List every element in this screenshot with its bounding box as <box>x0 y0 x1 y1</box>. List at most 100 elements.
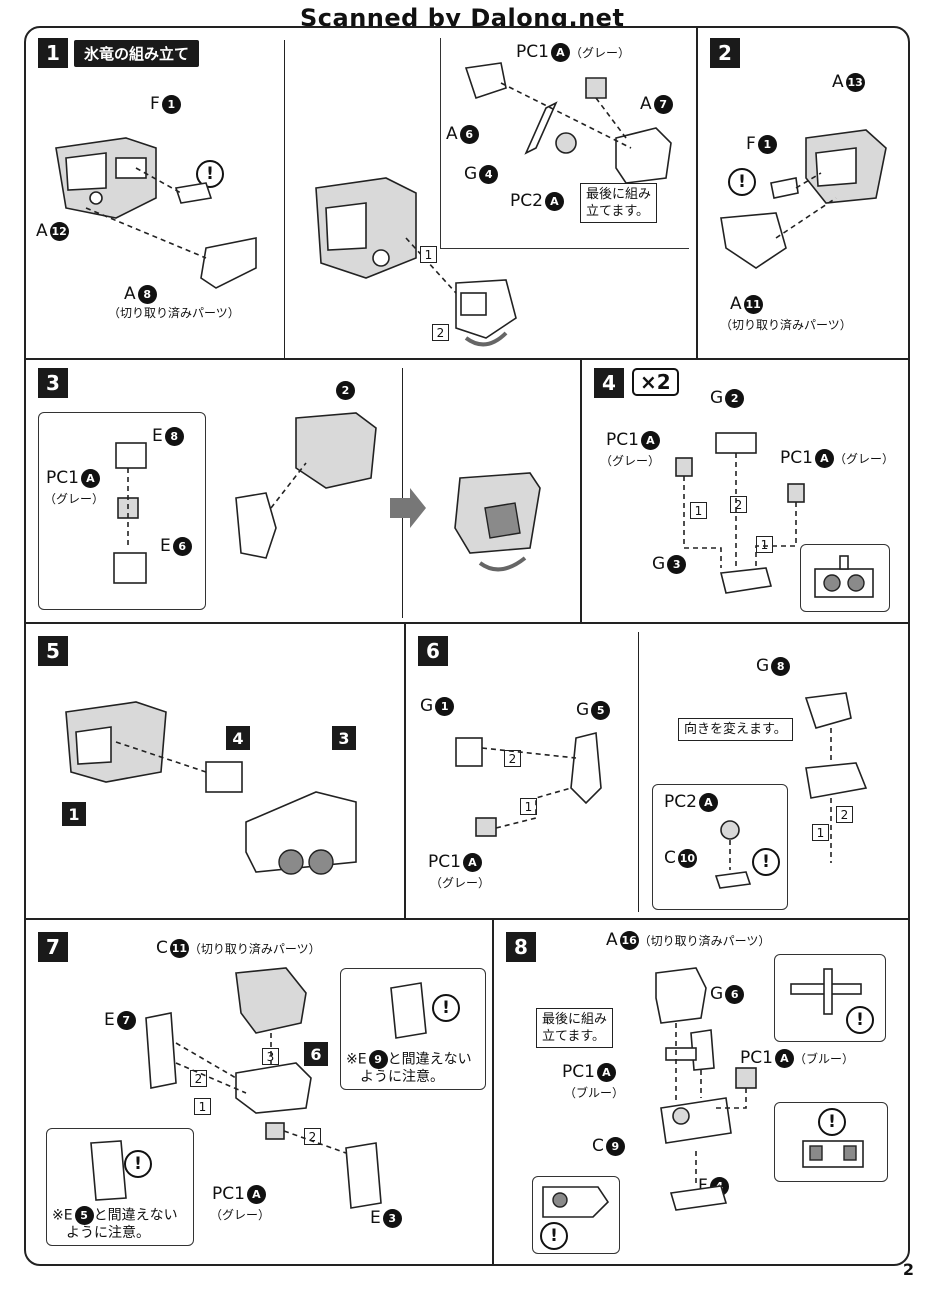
step7-seq-3: 3 <box>262 1048 279 1065</box>
step6-seq-2b: 2 <box>836 806 853 823</box>
step1-frame-art <box>55 137 257 289</box>
step7-pc1-note: （グレー） <box>210 1208 271 1222</box>
step6-pc1-note: （グレー） <box>430 876 491 890</box>
step7-seq-1: 1 <box>194 1098 211 1115</box>
step4-number: 4 <box>594 368 624 398</box>
step6-orient-note: 向きを変えます。 <box>678 718 793 741</box>
step1-sub-divider <box>284 40 285 358</box>
step8-number: 8 <box>506 932 536 962</box>
step7-ref-6: 6 <box>304 1042 328 1066</box>
step1-seq-2: 2 <box>432 324 449 341</box>
step2-art <box>720 129 887 269</box>
step6-number: 6 <box>418 636 448 666</box>
step7-e5-warning-icon: ! <box>124 1150 152 1178</box>
step8-art <box>655 967 757 1211</box>
step7-e5-art <box>90 1140 127 1201</box>
step8-detail-bottom-art <box>542 1186 610 1218</box>
step5-ref-4: 4 <box>226 726 250 750</box>
step4-seq-1a: 1 <box>690 502 707 519</box>
col-divider-step3-4 <box>580 358 582 622</box>
step7-seq-2b: 2 <box>304 1128 321 1145</box>
step6-seq-1b: 1 <box>812 824 829 841</box>
step5-art <box>65 701 357 875</box>
step2-number: 2 <box>710 38 740 68</box>
row3-divider <box>26 918 908 920</box>
step3-ref-2: 2 <box>334 380 355 400</box>
step3-number: 3 <box>38 368 68 398</box>
step1-seq-1: 1 <box>420 246 437 263</box>
step6-seq-1: 1 <box>520 798 537 815</box>
step8-detail-top-art <box>790 968 862 1015</box>
step6-detail-art <box>714 820 752 889</box>
step1-title: 氷竜の組み立て <box>74 40 200 67</box>
step2-warning-icon: ! <box>728 168 756 196</box>
step3-sub-divider <box>402 368 403 618</box>
step6-detail-inset <box>652 784 788 910</box>
col-divider-step7-8 <box>492 918 494 1264</box>
step7-e9-warning-icon: ! <box>432 994 460 1022</box>
step6-seq-2: 2 <box>504 750 521 767</box>
step4-detail-art <box>814 555 874 598</box>
step8-last-note: 最後に組み 立てます。 <box>536 1008 614 1048</box>
step4-seq-2: 2 <box>730 496 747 513</box>
step1-number: 1 <box>38 38 68 68</box>
step3-sub-art <box>113 442 147 584</box>
step8-pc1-left-note: （ブルー） <box>564 1086 625 1100</box>
step4-seq-1b: 1 <box>756 536 773 553</box>
col-divider-step5-6 <box>404 622 406 918</box>
col-divider-step1-2 <box>696 28 698 358</box>
step7-e9-art <box>390 982 427 1039</box>
step1-last-note: 最後に組み 立てます。 <box>580 183 658 223</box>
step5-ref-1: 1 <box>62 802 86 826</box>
row2-divider <box>26 622 908 624</box>
step2-a11-note: （切り取り済みパーツ） <box>720 318 852 332</box>
step8-detail-bottom-warning-icon: ! <box>540 1222 568 1250</box>
step6-sub-divider <box>638 632 639 912</box>
step4-pc1-left-note: （グレー） <box>600 454 661 468</box>
step6-right-art <box>804 692 868 863</box>
step8-detail-right-art <box>802 1140 864 1168</box>
row1-divider <box>26 358 908 360</box>
step4-art <box>675 432 805 594</box>
step4-multiplier: ×2 <box>632 368 679 396</box>
step3-pc1-note: （グレー） <box>44 492 105 506</box>
step5-number: 5 <box>38 636 68 666</box>
step7-number: 7 <box>38 932 68 962</box>
page-number: 2 <box>902 1260 914 1279</box>
step1-a8-note: （切り取り済みパーツ） <box>108 306 240 320</box>
step6-left-art <box>455 731 602 837</box>
step3-main-art <box>235 412 377 559</box>
